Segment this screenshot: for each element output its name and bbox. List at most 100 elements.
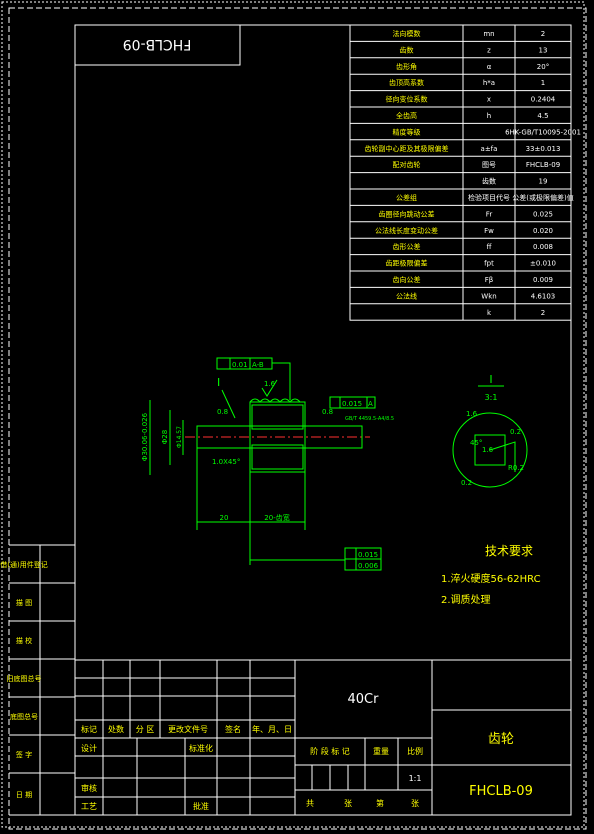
param-value: 2 xyxy=(541,309,545,317)
param-symbol: α xyxy=(487,63,492,71)
param-symbol: Fβ xyxy=(485,276,494,284)
section-label-I: I xyxy=(217,376,220,389)
param-name: 齿数 xyxy=(400,45,414,54)
param-symbol: ff xyxy=(487,243,492,251)
detail-d4: 0.2 xyxy=(461,479,472,487)
param-symbol: mn xyxy=(483,30,494,38)
tb-drawing-no: FHCLB-09 xyxy=(469,784,533,799)
dim-diam-small: Φ28 xyxy=(161,430,169,444)
param-value: 6HK-GB/T10095-2001 xyxy=(505,128,581,136)
gdt-bottom-2: 0.006 xyxy=(358,562,379,570)
gdt-runout-top-ref: A-B xyxy=(252,361,264,369)
param-row: 齿轮副中心距及其极限偏差 a±fa 33±0.013 xyxy=(365,144,561,153)
gear-lower xyxy=(251,444,304,470)
tooth-profile xyxy=(249,398,301,403)
param-name: 齿形角 xyxy=(396,62,417,71)
tb-docno: 更改文件号 xyxy=(168,724,208,734)
param-row: 配对齿轮 图号 FHCLB-09 xyxy=(393,160,561,169)
dim-len-right-text: 20-齿宽 xyxy=(264,513,289,522)
detail-d3: R0.2 xyxy=(508,464,524,472)
param-value: 1 xyxy=(541,79,545,87)
left-strip-label: 签 字 xyxy=(16,750,32,759)
param-value: 4.5 xyxy=(537,112,548,120)
param-symbol: Fr xyxy=(486,210,493,218)
left-strip-label: 底图总号 xyxy=(10,712,38,721)
param-value: 19 xyxy=(539,178,548,186)
param-value: 20° xyxy=(537,63,549,71)
thread-note: GB/T 4459.5-A4/8.5 xyxy=(345,416,394,422)
tech-req-line-1: 1.淬火硬度56-62HRC xyxy=(441,572,541,585)
param-value: 2 xyxy=(541,30,545,38)
left-strip-label: 借(通)用件登记 xyxy=(0,560,47,569)
outer-frame xyxy=(1,1,585,828)
gdt-right xyxy=(329,396,376,409)
param-name: 径向变位系数 xyxy=(386,95,428,104)
param-value: 0.2404 xyxy=(531,96,556,104)
detail-scale: 3:1 xyxy=(485,393,498,402)
gear-hatch xyxy=(251,404,304,430)
param-row: 齿形角 α 20° xyxy=(396,62,549,71)
stamp-code: FHCLB-09 xyxy=(123,36,192,52)
param-value: 0.020 xyxy=(533,227,553,235)
detail-d6: 1.6 xyxy=(466,410,478,418)
param-value: 33±0.013 xyxy=(526,145,561,153)
tb-std: 标准化 xyxy=(189,743,213,753)
tb-sign: 签名 xyxy=(225,724,241,734)
detail-d5: 45° xyxy=(470,439,482,447)
tb-zone: 分 区 xyxy=(136,725,155,734)
part-drawing: 20 20-齿宽 Φ30.06-0.026 Φ28 Φ14.57 1.0X45°… xyxy=(141,357,394,571)
param-symbol: 齿数 xyxy=(482,177,496,186)
tb-mark: 标记 xyxy=(81,724,97,734)
left-strip-label: 旧底图总号 xyxy=(7,674,42,683)
tb-total: 共 xyxy=(306,799,314,808)
detail-hatch xyxy=(474,434,506,466)
param-row: 齿数 19 xyxy=(482,177,547,186)
detail-circle xyxy=(452,412,528,488)
tb-weight: 重量 xyxy=(373,746,389,756)
param-symbol: a±fa xyxy=(481,145,498,153)
param-symbol: h*a xyxy=(483,79,495,87)
left-strip-label: 日 期 xyxy=(16,791,32,799)
gdt-right-val: 0.015 xyxy=(342,400,362,408)
param-name: 公法线长度变动公差 xyxy=(375,226,438,235)
stamp-box xyxy=(74,24,241,66)
tb-design: 设计 xyxy=(81,743,97,753)
tech-req-title: 技术要求 xyxy=(485,544,533,558)
detail-view: I 3:1 0.2 1.6 R0.2 0.2 45° 1.6 xyxy=(452,373,528,488)
tb-sheet2: 张 xyxy=(411,799,419,808)
param-symbol: 图号 xyxy=(482,161,496,169)
tb-scale-value: 1:1 xyxy=(409,774,422,783)
param-value: FHCLB-09 xyxy=(526,161,560,169)
param-name: 齿轮副中心距及其极限偏差 xyxy=(365,144,449,153)
gdt-runout-top-val: 0.01 xyxy=(232,361,248,369)
param-symbol: Wkn xyxy=(481,292,496,300)
detail-d1: 0.2 xyxy=(510,428,521,436)
detail-d2: 1.6 xyxy=(482,446,494,454)
param-value: ±0.010 xyxy=(530,260,556,268)
param-name: 配对齿轮 xyxy=(393,160,421,169)
tech-req-line-2: 2.调质处理 xyxy=(441,594,491,606)
param-symbol: h xyxy=(487,112,491,120)
surface-16: 1.6 xyxy=(264,380,276,388)
tb-no: 第 xyxy=(376,798,384,808)
tb-stage: 阶 段 标 记 xyxy=(310,746,350,756)
param-row: 公差组检验项目代号公差(或极限偏差)值 xyxy=(396,193,574,202)
tb-process: 工艺 xyxy=(81,802,97,811)
gear-section xyxy=(249,401,306,473)
param-symbol: 检验项目代号 xyxy=(468,193,510,202)
tb-count: 处数 xyxy=(108,724,124,734)
surface-08a: 0.8 xyxy=(217,408,228,416)
tb-approve: 批准 xyxy=(193,801,209,811)
